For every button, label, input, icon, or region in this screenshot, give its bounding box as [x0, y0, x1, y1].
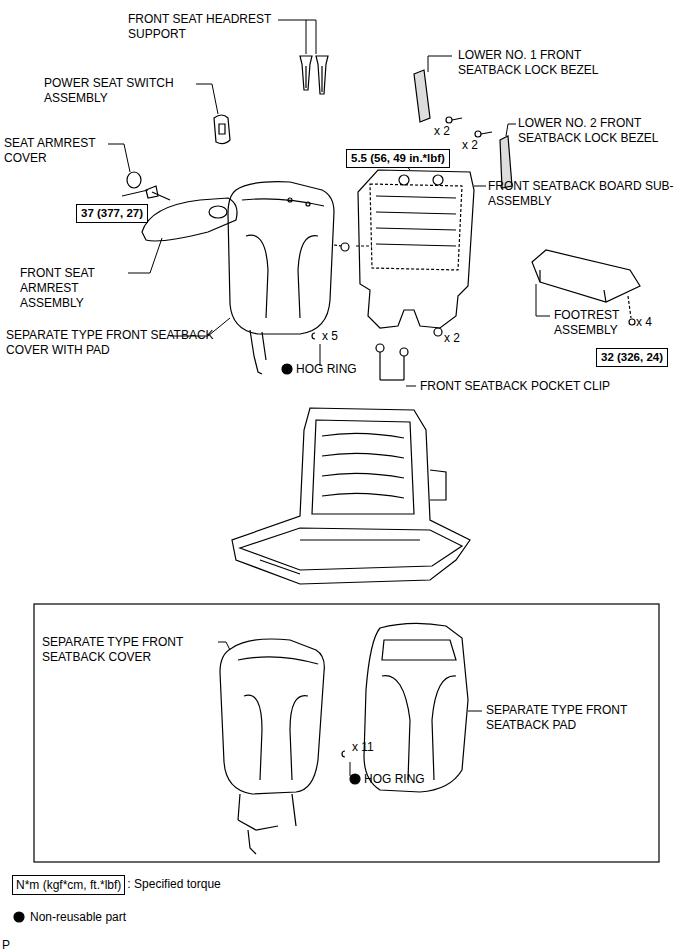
torque-value: 32 (326, 24)	[601, 350, 663, 365]
legend-text: : Specified torque	[127, 877, 220, 892]
part-note: HOG RING	[296, 362, 376, 377]
legend-torque-box: N*m (kgf*cm, ft.*lbf)	[12, 875, 125, 895]
legend-dot	[14, 912, 24, 922]
inset-pad	[364, 623, 468, 792]
quantity: x 2	[462, 138, 492, 153]
part-name: FOOTREST ASSEMBLY	[554, 308, 644, 338]
part-note: HOG RING	[364, 772, 444, 787]
part-name: FRONT SEAT ARMREST ASSEMBLY	[20, 266, 128, 311]
part-name: SEPARATE TYPE FRONT SEATBACK COVER WITH …	[6, 328, 222, 358]
power-switch	[214, 115, 230, 144]
non-reusable-dot	[350, 774, 360, 784]
legend-text: Non-reusable part	[30, 910, 126, 925]
part-name: FRONT SEATBACK BOARD SUB-ASSEMBLY	[488, 179, 684, 209]
lock-bezels	[414, 70, 512, 188]
part-name: POWER SEAT SWITCH ASSEMBLY	[44, 76, 194, 106]
quantity: x 2	[434, 124, 464, 139]
inset-cover	[220, 639, 324, 854]
quantity: x 5	[322, 329, 352, 344]
part-name: FRONT SEATBACK POCKET CLIP	[420, 379, 650, 394]
hog-ring-symbol	[312, 333, 315, 339]
part-name: FRONT SEAT HEADREST SUPPORT	[128, 12, 278, 42]
torque-value: 5.5 (56, 49 in.*lbf)	[351, 151, 445, 166]
leader-lines	[108, 20, 550, 776]
seat-frame	[232, 408, 470, 584]
part-name: SEPARATE TYPE FRONT SEATBACK COVER	[42, 635, 218, 665]
quantity: x 4	[636, 315, 666, 330]
seatback-cover-pad	[228, 182, 349, 374]
part-name: SEPARATE TYPE FRONT SEATBACK PAD	[486, 703, 654, 733]
torque-box: 5.5 (56, 49 in.*lbf)	[346, 149, 450, 168]
board-assembly	[356, 170, 474, 380]
part-name: LOWER NO. 2 FRONT SEATBACK LOCK BEZEL	[518, 116, 686, 146]
quantity: x 11	[352, 740, 386, 755]
non-reusable-dot	[282, 364, 292, 374]
headrest-supports	[300, 56, 328, 94]
torque-box: 37 (377, 27)	[76, 204, 148, 223]
page-code: P	[2, 938, 22, 952]
hog-ring-symbol	[342, 751, 345, 757]
quantity: x 2	[444, 331, 474, 346]
inset-frame	[34, 604, 659, 862]
torque-box: 32 (326, 24)	[596, 348, 668, 367]
torque-value: 37 (377, 27)	[81, 206, 143, 221]
part-name: LOWER NO. 1 FRONT SEATBACK LOCK BEZEL	[458, 48, 636, 78]
part-name: SEAT ARMREST COVER	[4, 136, 108, 166]
